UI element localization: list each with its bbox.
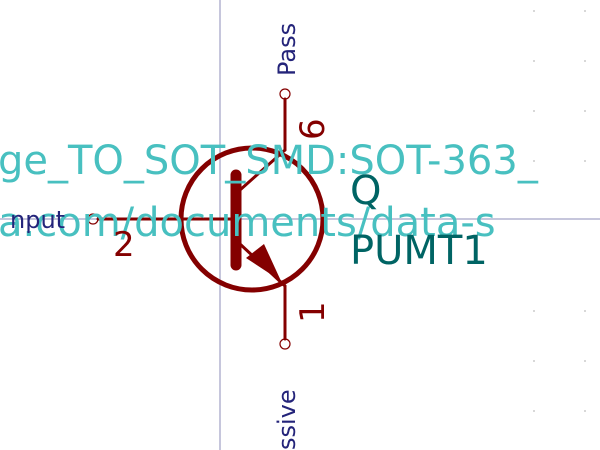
collector-pin-number: 6	[293, 118, 333, 140]
collector-pin-end	[279, 88, 291, 100]
base-pin-end	[87, 213, 99, 225]
part-value[interactable]: PUMT1	[350, 228, 488, 274]
base-pin-number: 2	[113, 225, 135, 265]
pin-wires	[96, 97, 287, 341]
grid-dots	[533, 10, 586, 412]
emitter-arrow-icon	[246, 244, 281, 281]
emitter-pin-end	[279, 338, 291, 350]
base-pin-name: nput	[10, 206, 65, 234]
footprint-field: ge_TO_SOT_SMD:SOT-363_	[0, 138, 539, 184]
transistor-symbol[interactable]	[178, 145, 326, 293]
collector-pin-name: Pass	[273, 23, 301, 76]
emitter-pin-number: 1	[293, 301, 333, 323]
pin-end-markers	[87, 88, 291, 350]
datasheet-field: a.com/documents/data-s	[0, 200, 496, 246]
emitter-pin-name: ssive	[273, 389, 301, 450]
reference-designator[interactable]: Q	[350, 168, 381, 214]
transistor-body-circle	[178, 145, 326, 293]
collector-lead	[238, 148, 287, 192]
